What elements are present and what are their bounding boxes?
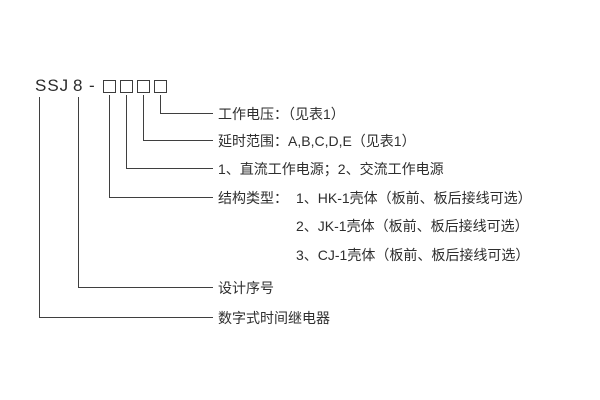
label-structure-type-item-1: 1、HK-1壳体（板前、板后接线可选） (296, 190, 532, 206)
code-box-2 (120, 80, 133, 93)
connector-structure-type (109, 95, 213, 198)
label-structure-type-item-3: 3、CJ-1壳体（板前、板后接线可选） (296, 247, 530, 263)
code-box-4 (154, 80, 167, 93)
label-structure-type-item-2: 2、JK-1壳体（板前、板后接线可选） (296, 218, 529, 234)
label-delay-range: 延时范围：A,B,C,D,E（见表1） (218, 133, 416, 149)
label-working-voltage: 工作电压：（见表1） (218, 106, 345, 122)
label-design-serial: 设计序号 (218, 280, 274, 296)
label-product-name: 数字式时间继电器 (218, 310, 330, 326)
structure-type-row: 结构类型： 1、HK-1壳体（板前、板后接线可选） (218, 188, 532, 208)
model-separator: - (89, 76, 96, 95)
connector-design-serial (78, 97, 213, 288)
model-prefix: SSJ (35, 76, 70, 95)
code-box-3 (137, 80, 150, 93)
label-power-type: 1、直流工作电源；2、交流工作电源 (218, 161, 444, 177)
code-box-1 (103, 80, 116, 93)
label-structure-type-title: 结构类型： (218, 190, 288, 206)
connector-power-type (126, 95, 213, 169)
connector-product-name (39, 97, 213, 318)
connector-delay-range (143, 95, 213, 141)
model-design-number: 8 (73, 76, 84, 95)
connector-working-voltage (160, 95, 213, 114)
